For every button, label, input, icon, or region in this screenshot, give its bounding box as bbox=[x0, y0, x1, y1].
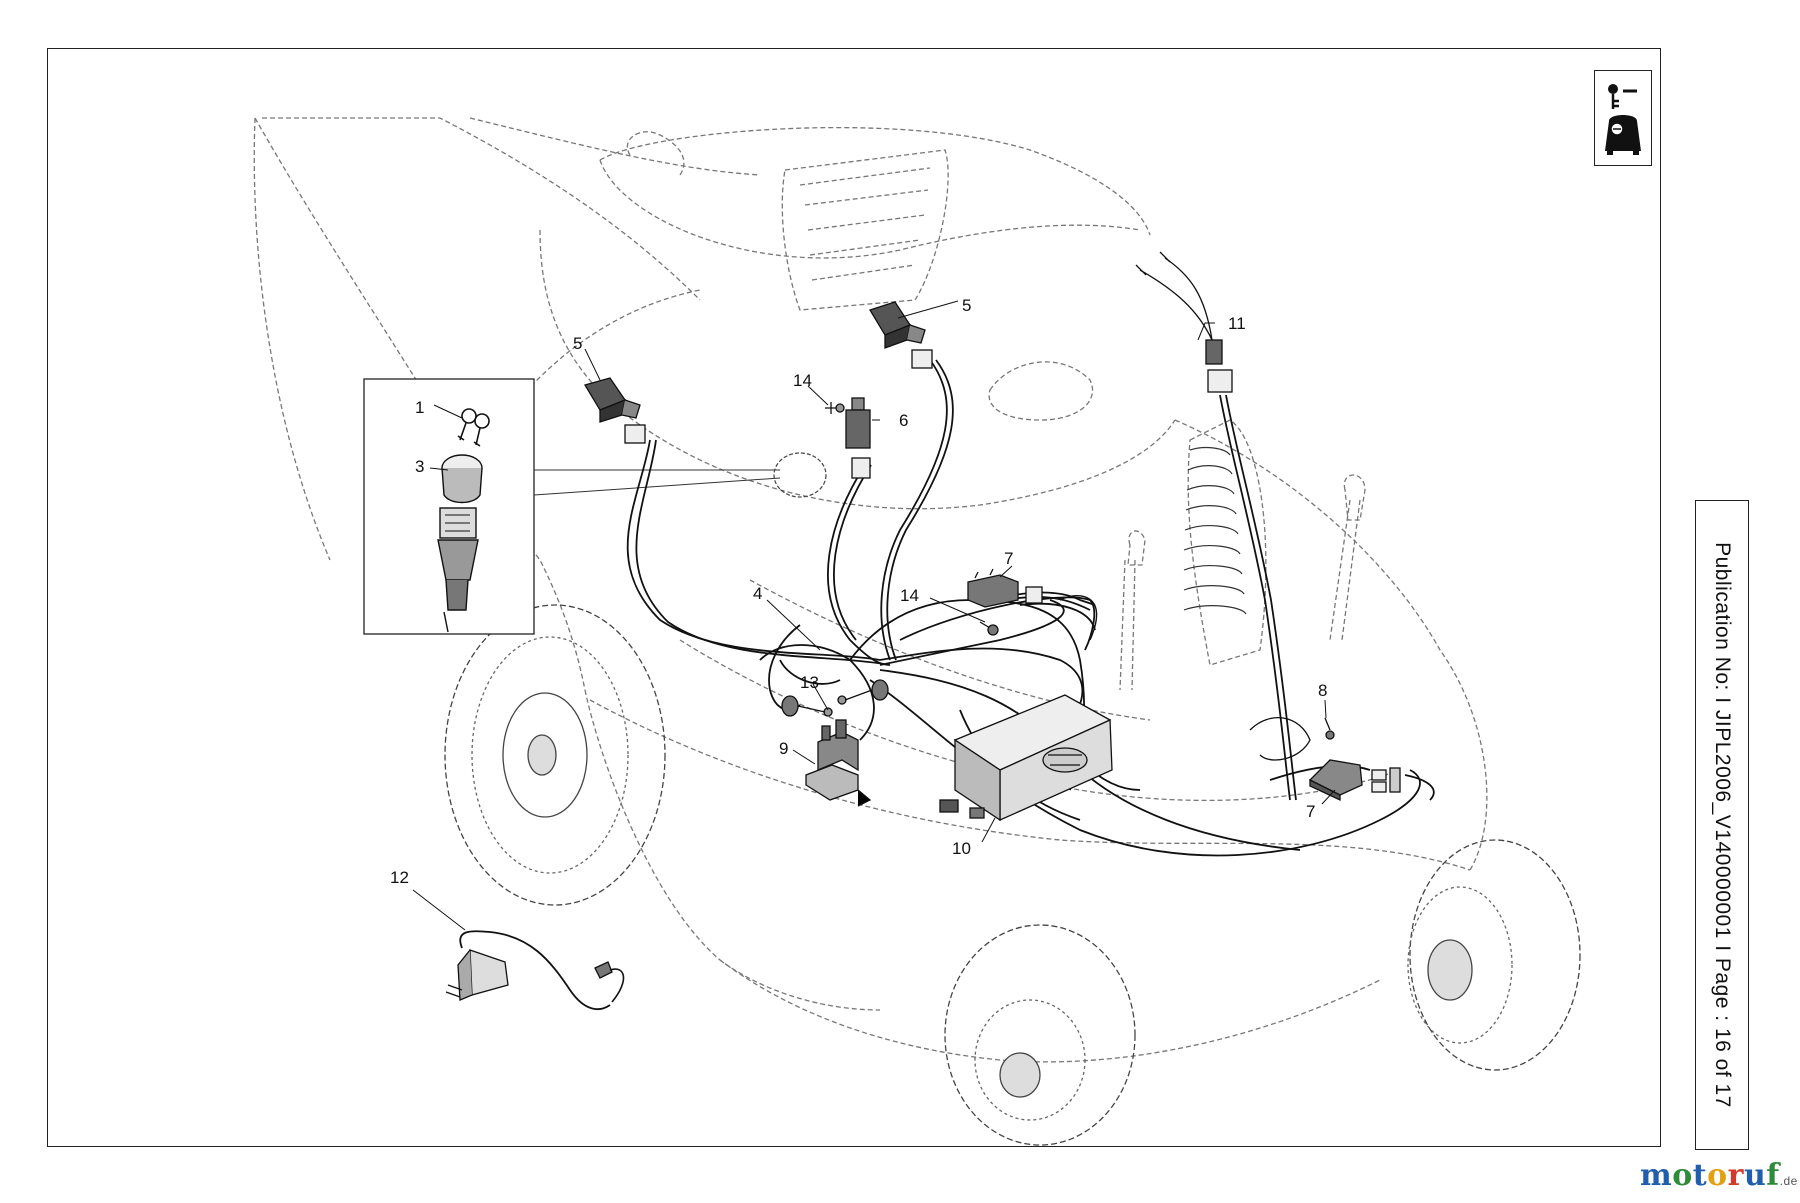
ignition-switch bbox=[437, 454, 483, 633]
brand-letter: m bbox=[1640, 1158, 1673, 1193]
callout-14-lower: 14 bbox=[900, 586, 919, 605]
front-left-wheel bbox=[944, 924, 1136, 1146]
brand-letter: u bbox=[1743, 1158, 1767, 1193]
ignition-keys bbox=[457, 408, 490, 447]
battery-10 bbox=[939, 694, 1113, 822]
brand-letter: o bbox=[1707, 1158, 1728, 1193]
rear-left-wheel bbox=[444, 604, 666, 906]
drawing-frame bbox=[47, 48, 1661, 1147]
relay-7-upper bbox=[967, 568, 1043, 608]
callout-7-upper: 7 bbox=[1004, 549, 1013, 568]
callout-12: 12 bbox=[390, 868, 409, 887]
publication-info: Publication No: I JIPL2006_V140000001 I … bbox=[1711, 542, 1734, 1108]
callout-11: 11 bbox=[1228, 314, 1246, 333]
callout-4: 4 bbox=[753, 584, 762, 603]
key-switch-inset bbox=[363, 378, 827, 635]
leader-lines bbox=[412, 300, 1336, 931]
brand-suffix: .de bbox=[1779, 1174, 1798, 1188]
callout-3: 3 bbox=[415, 457, 424, 476]
callout-14-upper: 14 bbox=[793, 371, 812, 390]
screw-14-lower bbox=[979, 621, 999, 636]
switch-6 bbox=[845, 397, 871, 479]
callout-5-top: 5 bbox=[962, 296, 971, 315]
sensor-lead-11 bbox=[1135, 251, 1233, 393]
solenoid-9 bbox=[805, 719, 872, 807]
callout-labels: 1 3 5 5 14 6 11 7 14 4 13 9 8 7 10 12 bbox=[390, 296, 1327, 887]
brand-letter: r bbox=[1727, 1158, 1744, 1193]
callout-5-left: 5 bbox=[573, 334, 582, 353]
battery-charger-12 bbox=[445, 930, 625, 1011]
brand-letter: f bbox=[1766, 1158, 1780, 1193]
screw-8 bbox=[1324, 717, 1335, 740]
screw-14-upper bbox=[825, 402, 845, 414]
callout-10: 10 bbox=[952, 839, 971, 858]
brand-letter: t bbox=[1692, 1158, 1708, 1193]
callout-13: 13 bbox=[800, 673, 819, 692]
mower-body-outline bbox=[253, 117, 1488, 1063]
front-right-wheel bbox=[1407, 839, 1581, 1071]
ignition-key-icon bbox=[1594, 70, 1652, 166]
fuse-holder-13 bbox=[781, 679, 889, 717]
callout-8: 8 bbox=[1318, 681, 1327, 700]
callout-9: 9 bbox=[779, 739, 788, 758]
callout-7-lower: 7 bbox=[1306, 802, 1315, 821]
brand-letter: o bbox=[1672, 1158, 1693, 1193]
callout-1: 1 bbox=[415, 398, 424, 417]
connector-5-left bbox=[584, 377, 646, 444]
publication-box: Publication No: I JIPL2006_V140000001 I … bbox=[1695, 500, 1749, 1150]
relay-7-lower bbox=[1308, 759, 1401, 802]
brand-logo: motoruf.de bbox=[1640, 1158, 1798, 1193]
connector-5-top bbox=[869, 301, 933, 369]
callout-6: 6 bbox=[899, 411, 908, 430]
steering-bellows bbox=[1183, 446, 1247, 615]
